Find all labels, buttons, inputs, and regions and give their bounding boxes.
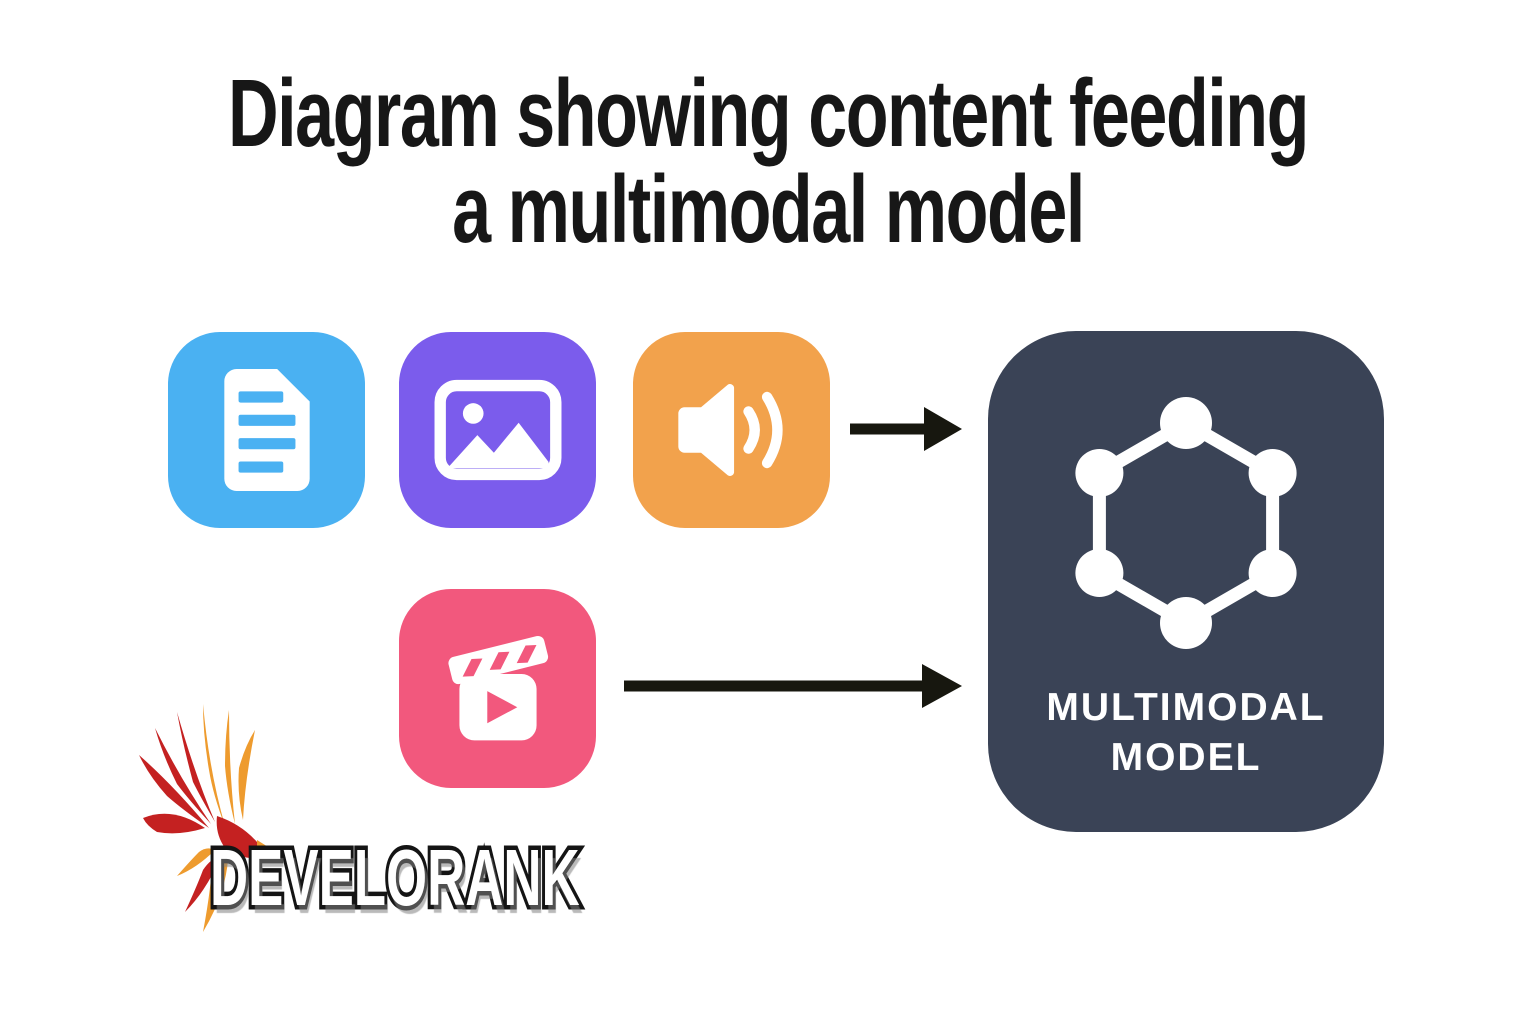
model-label-line-1: MULTIMODAL	[1046, 686, 1326, 729]
tile-video	[399, 589, 596, 788]
title-line-2: a multimodal model	[452, 156, 1085, 263]
model-label: MULTIMODAL MODEL	[988, 683, 1384, 783]
tile-document	[168, 332, 365, 528]
multimodal-model-box: MULTIMODAL MODEL	[988, 331, 1384, 832]
model-label-line-2: MODEL	[1110, 736, 1262, 779]
audio-icon	[677, 384, 782, 476]
brand-wordmark: DEVELORANK	[207, 833, 583, 922]
arrow-video-to-model	[624, 664, 962, 708]
document-icon	[223, 369, 310, 491]
image-icon	[434, 379, 561, 481]
tile-image	[399, 332, 596, 528]
arrow-audio-to-model	[850, 407, 962, 451]
tile-audio	[633, 332, 830, 528]
phoenix-logo	[139, 704, 273, 932]
title-line-1: Diagram showing content feeding	[228, 60, 1309, 167]
page-title: Diagram showing content feeding a multim…	[207, 66, 1328, 258]
video-icon	[447, 635, 548, 740]
network-hexagon-icon	[1075, 397, 1297, 649]
